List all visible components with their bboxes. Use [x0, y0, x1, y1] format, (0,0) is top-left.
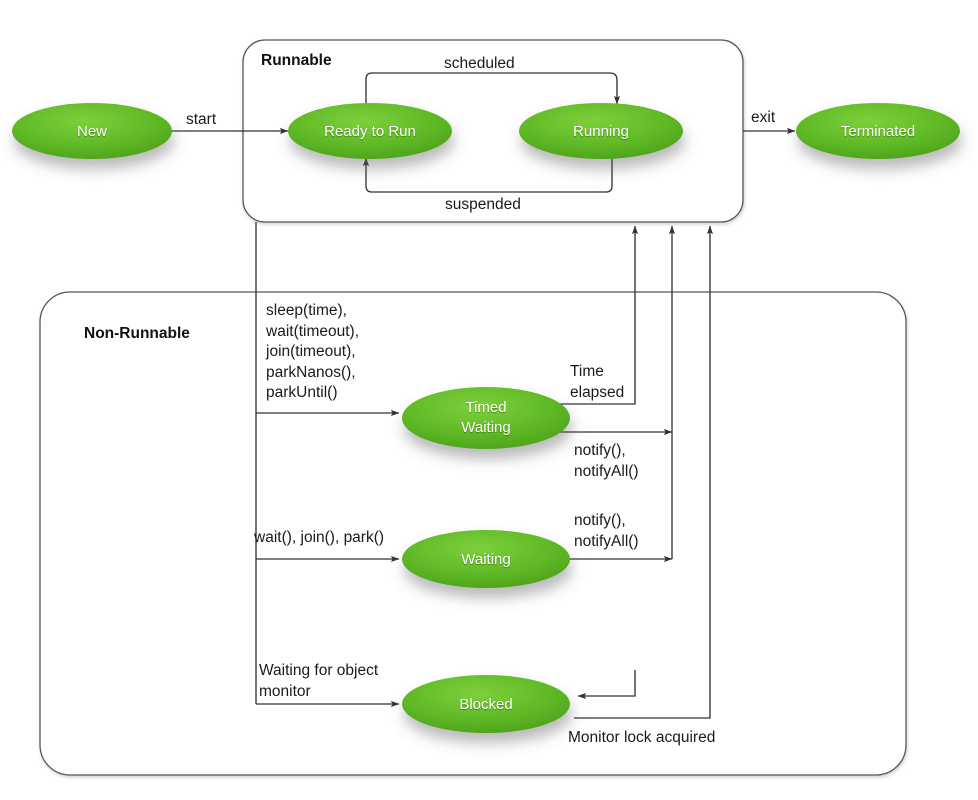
- edge-label-exit: exit: [751, 109, 776, 126]
- node-ellipses: [12, 103, 960, 733]
- edge-time-elapsed: [551, 225, 639, 405]
- edge-label-timed-notify: notify(), notifyAll(): [574, 442, 639, 480]
- node-ready-to-run: [288, 103, 452, 159]
- edge-into-blocked-return: [577, 670, 636, 700]
- edge-label-to-timed-waiting: sleep(time), wait(timeout), join(timeout…: [266, 302, 360, 402]
- node-new: [12, 103, 172, 159]
- edge-label-monitor-lock-acquired: Monitor lock acquired: [568, 729, 716, 746]
- edge-label-time-elapsed: Time elapsed: [570, 363, 625, 401]
- group-label-non-runnable: Non-Runnable: [84, 325, 190, 342]
- node-waiting: [402, 530, 570, 588]
- group-label-runnable: Runnable: [261, 52, 332, 69]
- edge-label-scheduled: scheduled: [444, 55, 515, 72]
- node-terminated: [796, 103, 960, 159]
- edge-monitor-lock-acquired: [574, 225, 714, 719]
- edge-label-suspended: suspended: [445, 196, 521, 213]
- node-timed-waiting: [402, 387, 570, 449]
- edge-label-start: start: [186, 111, 217, 128]
- node-running: [519, 103, 683, 159]
- edge-scheduled: [365, 72, 621, 112]
- edge-label-to-blocked: Waiting for object monitor: [259, 662, 379, 700]
- edge-suspended: [362, 152, 613, 193]
- edge-label-waiting-notify: notify(), notifyAll(): [574, 512, 639, 550]
- edge-label-to-waiting: wait(), join(), park(): [254, 529, 385, 546]
- node-blocked: [402, 675, 570, 733]
